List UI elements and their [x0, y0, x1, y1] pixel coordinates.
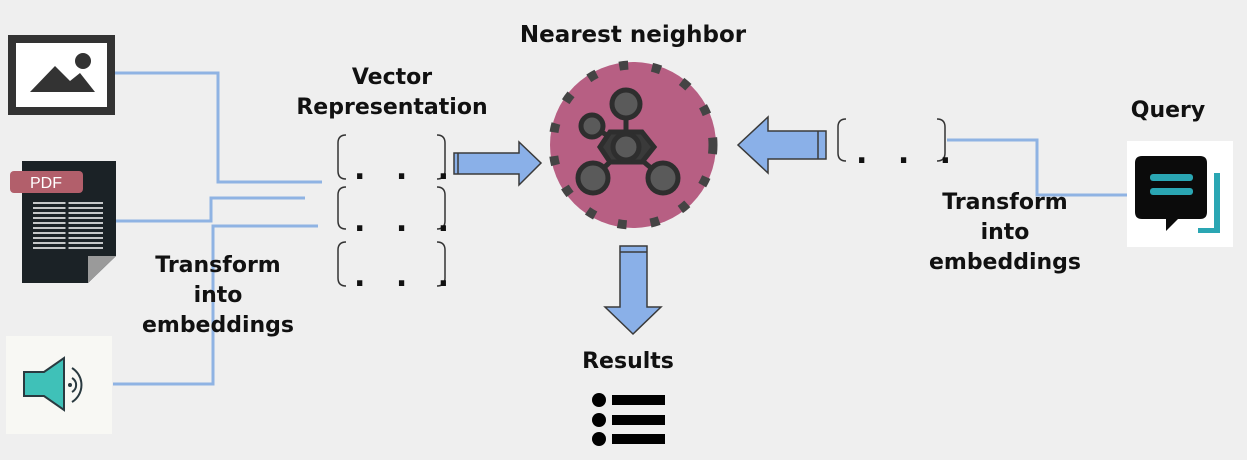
- query-brackets: [837, 118, 946, 162]
- image-icon: [8, 35, 115, 115]
- transform-right-line3: embeddings: [928, 250, 1082, 275]
- left-connectors: [113, 71, 322, 386]
- arrow-to-results: [603, 245, 663, 336]
- vector-label-line2: Representation: [296, 95, 488, 120]
- pdf-badge-text: PDF: [30, 175, 62, 192]
- transform-right-line1: Transform: [942, 190, 1068, 215]
- query-placeholder: . . .: [856, 136, 962, 171]
- vector-brackets: [337, 134, 446, 287]
- vector-placeholder: . . .: [354, 152, 460, 187]
- query-chat-icon: [1127, 141, 1233, 247]
- network-node-icon: [575, 87, 681, 196]
- query-label: Query: [1130, 98, 1206, 123]
- audio-icon: [6, 336, 112, 434]
- vector-label-line1: Vector: [351, 65, 433, 90]
- transform-label-left: Transform into embeddings: [130, 251, 306, 341]
- image-connector: [115, 71, 322, 184]
- vector-placeholder: . . .: [354, 259, 460, 294]
- transform-left-line1: Transform: [155, 253, 281, 278]
- query-connector: [947, 138, 1127, 197]
- vector-placeholder: . . .: [354, 204, 460, 239]
- transform-left-line2: into: [193, 283, 243, 308]
- vector-representation-label: Vector Representation: [281, 63, 503, 123]
- results-label: Results: [582, 349, 674, 374]
- transform-right-line2: into: [980, 220, 1030, 245]
- arrow-from-query: [736, 115, 827, 175]
- results-list-icon: [592, 393, 665, 446]
- nearest-neighbor-title: Nearest neighbor: [519, 22, 747, 48]
- arrow-to-nn: [453, 140, 543, 187]
- pdf-icon: [10, 161, 116, 283]
- transform-label-right: Transform into embeddings: [917, 188, 1093, 278]
- audio-connector: [113, 224, 318, 386]
- transform-left-line3: embeddings: [141, 313, 295, 338]
- pdf-connector: [115, 196, 305, 223]
